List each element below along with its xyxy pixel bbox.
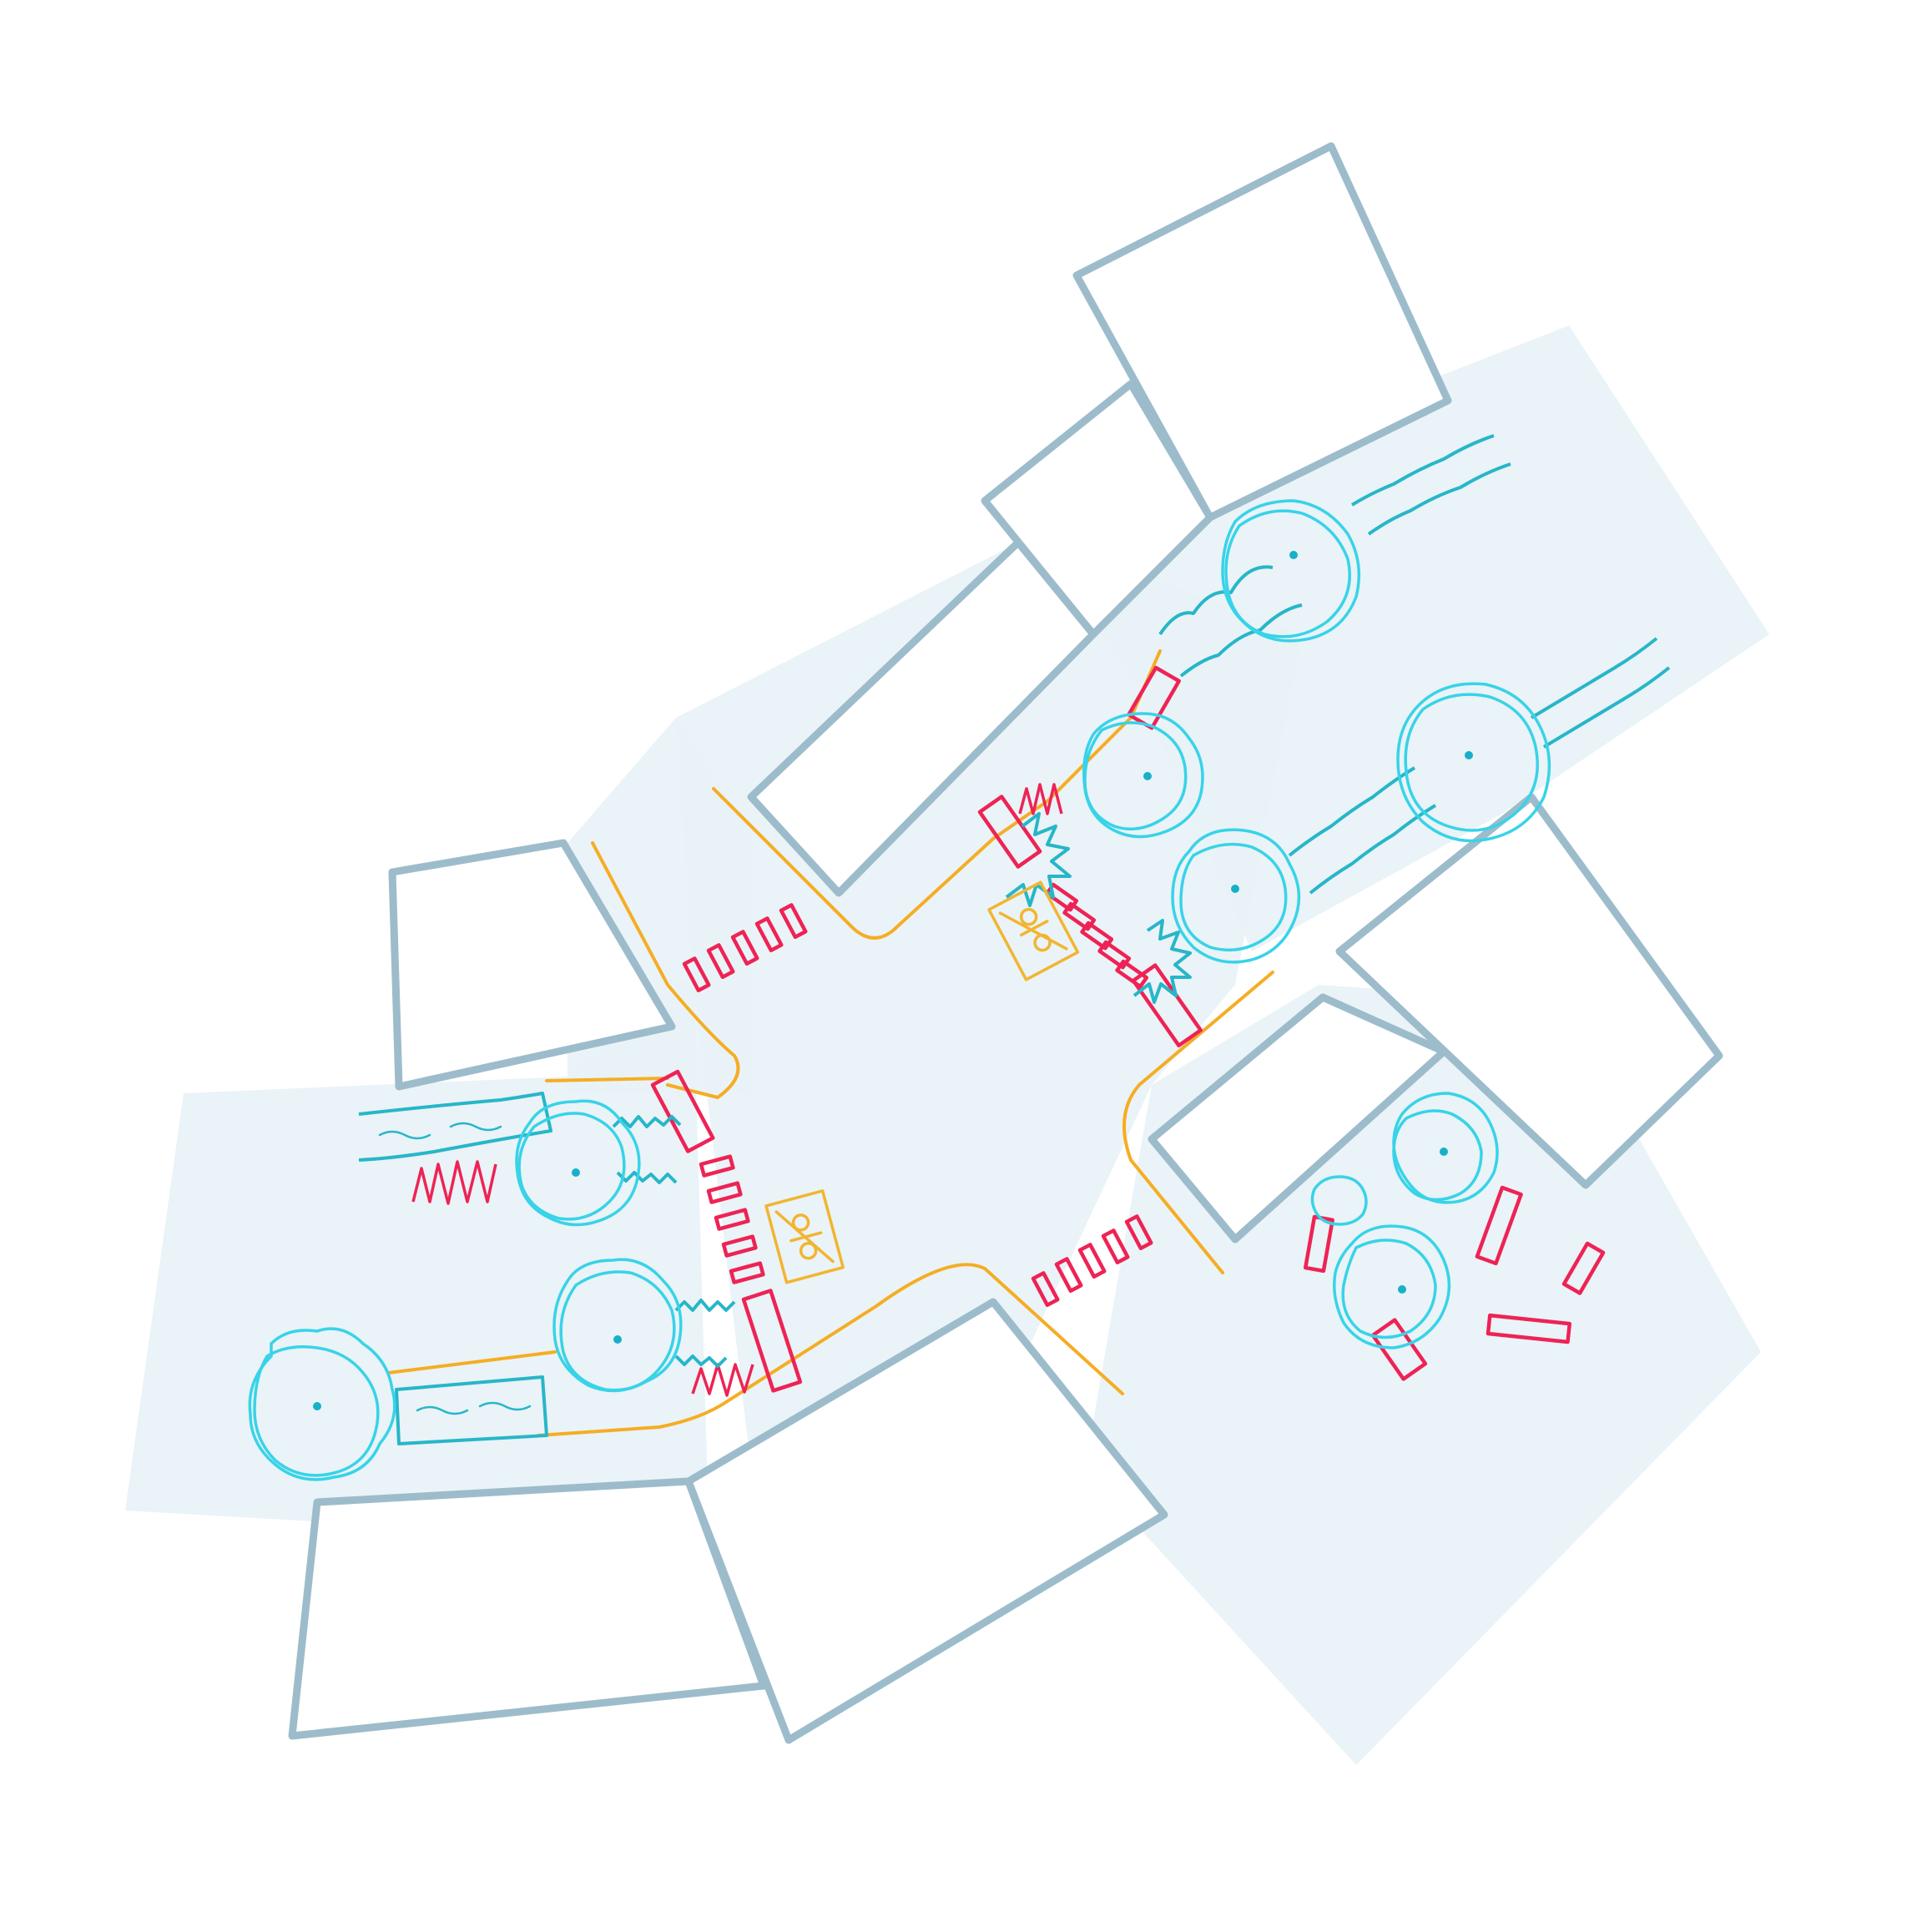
building-east-small xyxy=(1148,993,1448,1243)
crosswalk-icon xyxy=(699,1154,735,1178)
planter-west-bottom xyxy=(395,1375,548,1445)
crosswalk-icon xyxy=(714,1208,750,1231)
planters xyxy=(358,434,1671,1445)
tree-icon xyxy=(552,1258,683,1393)
crosswalk-icon xyxy=(1077,1243,1107,1279)
tree-icon xyxy=(1310,1175,1368,1226)
planter-wave xyxy=(416,1401,532,1415)
bench-icon xyxy=(1303,1214,1334,1274)
tree-icon xyxy=(248,1327,396,1481)
crosswalk-icon xyxy=(721,1234,758,1258)
bike-parking xyxy=(764,880,1080,1284)
shrub-strip-west-top xyxy=(612,1115,682,1184)
building-south-left xyxy=(288,1477,768,1740)
tree-icon xyxy=(1082,712,1204,839)
crosswalk-south xyxy=(1031,1214,1153,1308)
tree-icon xyxy=(1396,682,1551,843)
shrub-strip-east xyxy=(1288,766,1437,895)
bike-racks xyxy=(411,783,1063,1397)
building-west xyxy=(388,839,676,1091)
crosswalk-north xyxy=(682,903,808,993)
curb-north-west xyxy=(712,787,995,940)
tree-icon xyxy=(1392,1092,1499,1204)
curb-southwest xyxy=(537,1263,1124,1437)
bench-icon xyxy=(1131,963,1203,1048)
tree-icon xyxy=(515,1099,641,1227)
crosswalk-icon xyxy=(682,956,711,993)
shrub-strip-north xyxy=(1158,565,1303,678)
bench-icon xyxy=(1486,1313,1572,1344)
tree-icon xyxy=(1171,828,1301,964)
tree-icon xyxy=(1333,1224,1451,1349)
crosswalk-icon xyxy=(1115,959,1149,989)
crosswalk-west xyxy=(699,1154,765,1284)
crosswalk-icon xyxy=(1031,1271,1060,1308)
crosswalk-icon xyxy=(729,1261,765,1284)
bicycle-icon xyxy=(764,1189,845,1284)
shrub-strip-north-far xyxy=(1350,434,1511,536)
curb-east xyxy=(1122,971,1274,1274)
tree-icon xyxy=(1221,499,1361,643)
trees xyxy=(248,499,1551,1481)
crosswalk-icon xyxy=(730,930,759,966)
curb-west-north xyxy=(591,841,740,1099)
crosswalk-icon xyxy=(1054,1257,1083,1294)
bike-rack-west xyxy=(411,1160,497,1205)
curb-west-top xyxy=(545,1077,669,1082)
planter-wave xyxy=(378,1122,502,1140)
bench-icon xyxy=(977,794,1042,869)
bike-rack-southwest xyxy=(691,1363,754,1397)
curb-lines xyxy=(386,649,1274,1437)
shrub-spiky-north xyxy=(1005,812,1072,907)
curb-west-bottom xyxy=(386,1350,557,1375)
buildings xyxy=(288,142,1723,1744)
bench-icon xyxy=(1561,1241,1606,1295)
shrub-spiky-east xyxy=(1132,919,1192,1004)
bike-rack-northeast xyxy=(1018,783,1063,815)
crosswalk-icon xyxy=(706,943,735,980)
crosswalk-icon xyxy=(754,916,784,953)
building-north-long xyxy=(747,538,1097,897)
bicycle-icon xyxy=(987,880,1080,981)
benches xyxy=(650,665,1606,1393)
bench-icon xyxy=(741,1289,803,1393)
crosswalk-icon xyxy=(706,1181,743,1204)
bench-icon xyxy=(1475,1185,1523,1266)
shrub-strip-west-bottom xyxy=(674,1299,736,1368)
crosswalk-icon xyxy=(1101,1228,1130,1265)
crosswalk-icon xyxy=(779,903,808,940)
building-east-large xyxy=(1335,793,1723,1189)
crosswalk-icon xyxy=(1124,1214,1153,1251)
building-south-right xyxy=(684,1298,1168,1744)
bench-icon xyxy=(1370,1318,1428,1381)
shrub-strip-east-far xyxy=(1530,637,1671,749)
bench-icon xyxy=(1127,665,1181,730)
planter-west-top xyxy=(358,1092,552,1162)
